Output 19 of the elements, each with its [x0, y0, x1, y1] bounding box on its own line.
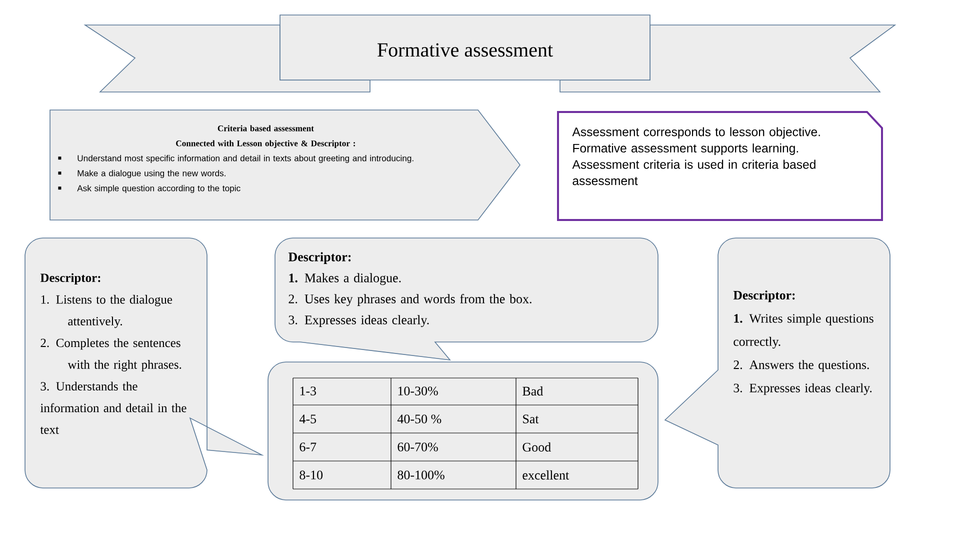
note-box: Assessment corresponds to lesson objective. Formative assessment supports learning. Assessment criteria is used in criteria based assessment	[557, 111, 883, 221]
table-cell: Bad	[522, 386, 543, 396]
table-cell: 80-100%	[398, 470, 444, 480]
table-cell: Sat	[523, 414, 539, 424]
table-box	[268, 362, 658, 500]
table-cell: 10-30%	[398, 386, 438, 396]
speech-bubble: Descriptor: 1. Makes a dialogue. 2. Uses key phrases and words from the box. 3. Expresses ideas clearly.	[274, 238, 658, 360]
arrow-box: Criteria based assessment Connected with Lesson objective & Descriptor : Understand most specific information and detail in texts about greeting and introducing. Make a dialogue using the new words. Ask simple question according to the topic	[50, 110, 520, 220]
speech-bubble: Descriptor: 1. Listens to the dialogue attentively. 2. Completes the sentences with the right phrases. 3. Understands the information and detail in the text	[24, 238, 262, 488]
speech-bubble: Descriptor: 1. Writes simple questions correctly. 2. Answers the questions. 3. Expresses ideas clearly.	[664, 238, 890, 488]
table-cell: excellent	[522, 470, 570, 480]
table-cell: 8-10	[300, 470, 323, 480]
table-cell: 1-3	[300, 386, 316, 396]
table-cell: Good	[522, 442, 551, 452]
ribbon-banner: Formative assessment	[84, 14, 896, 92]
table-cell: 40-50 %	[397, 414, 442, 424]
table-cell: 4-5	[299, 414, 316, 424]
table-cell: 60-70%	[398, 442, 438, 452]
table-cell: 6-7	[300, 442, 316, 452]
